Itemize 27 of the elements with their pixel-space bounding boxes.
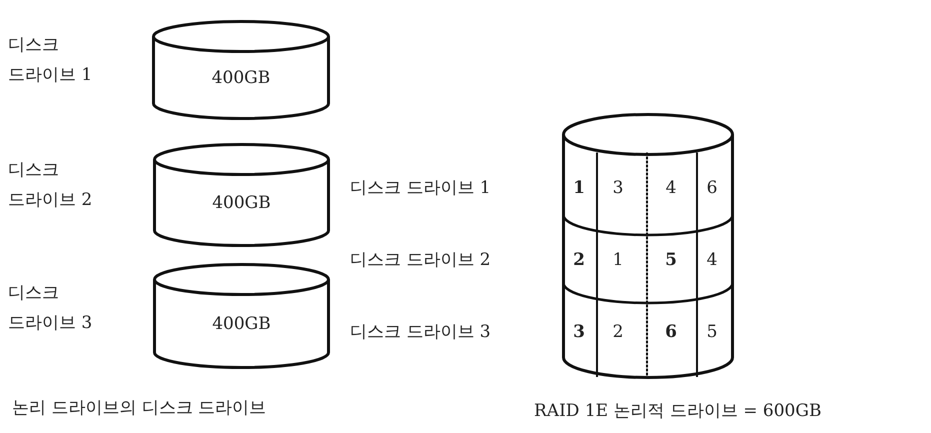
block-number: 4	[706, 250, 718, 270]
block-number: 3	[573, 322, 585, 342]
disk-cylinder	[152, 20, 330, 120]
block-number: 3	[612, 178, 624, 198]
block-number: 6	[706, 178, 718, 198]
block-number: 2	[612, 322, 624, 342]
block-number: 2	[573, 250, 585, 270]
capacity-label: 400GB	[212, 68, 270, 88]
capacity-label: 400GB	[212, 193, 271, 213]
drive-label: 디스크 드라이브 3	[8, 282, 94, 335]
block-number: 1	[573, 178, 585, 198]
caption: 논리 드라이브의 디스크 드라이브	[12, 397, 266, 419]
row-label: 디스크 드라이브 3	[350, 321, 491, 343]
drive-label: 디스크 드라이브 1	[8, 34, 94, 87]
block-number: 1	[612, 250, 624, 270]
capacity-label: 400GB	[212, 314, 271, 334]
disk-cylinder	[153, 263, 330, 369]
drive-label: RAID 1E 논리적 드라이브 = 600GB	[534, 400, 822, 423]
block-number: 5	[665, 250, 677, 270]
row-label: 디스크 드라이브 1	[350, 177, 491, 199]
drive-label: 디스크 드라이브 2	[8, 159, 94, 212]
disk-cylinder	[153, 143, 330, 247]
block-number: 6	[665, 322, 677, 342]
logical-drive-cylinder	[562, 113, 734, 379]
row-label: 디스크 드라이브 2	[350, 249, 491, 271]
block-number: 5	[706, 322, 718, 342]
block-number: 4	[666, 178, 676, 198]
